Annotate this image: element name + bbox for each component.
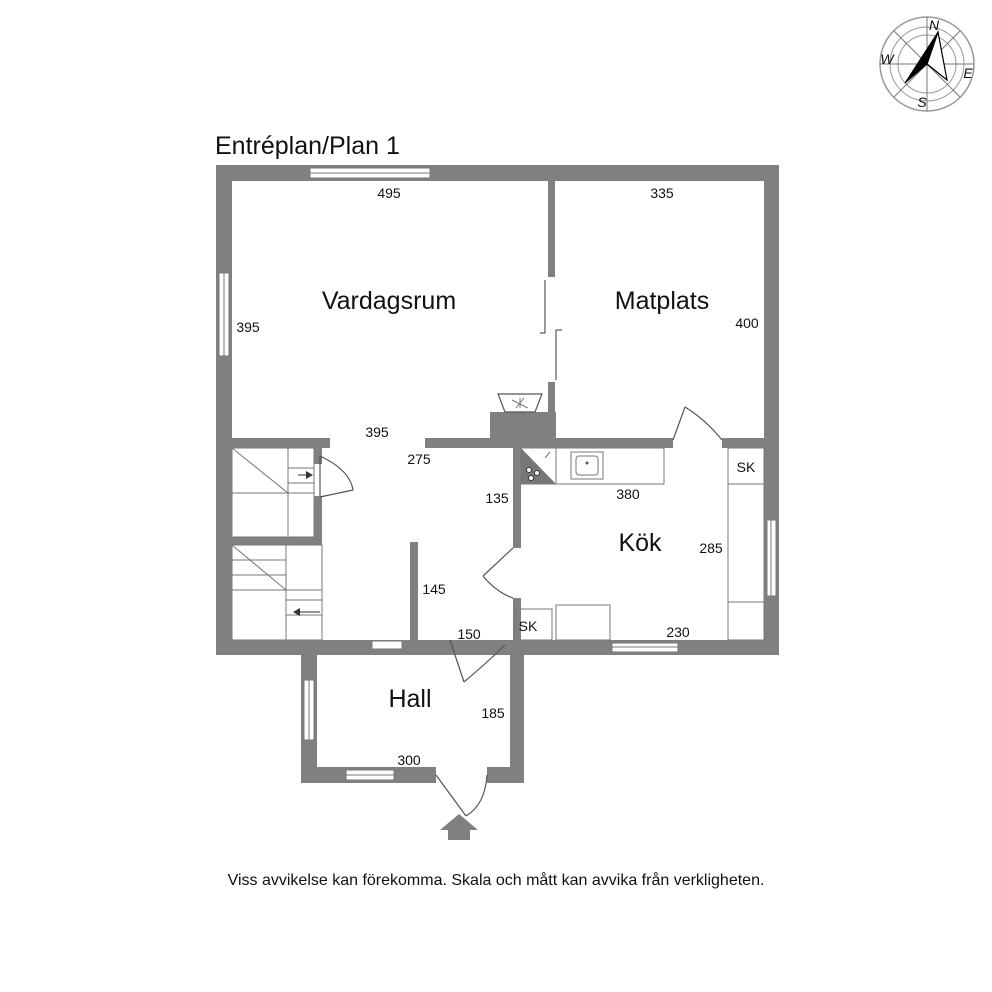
room-label-vardagsrum: Vardagsrum <box>322 287 456 315</box>
kitchen-fixtures <box>514 447 765 641</box>
compass-e: E <box>963 65 973 81</box>
room-label-hall: Hall <box>388 685 431 713</box>
doors <box>319 280 723 817</box>
dim-hall-door: 150 <box>457 626 481 642</box>
fireplace-icon <box>497 393 543 413</box>
staircase <box>231 447 323 641</box>
closet-label-right: SK <box>737 459 756 475</box>
dim-kok-bottom: 230 <box>666 624 690 640</box>
room-label-kok: Kök <box>618 529 662 557</box>
dim-vardagsrum-top: 495 <box>377 185 401 201</box>
dim-kok-right: 285 <box>699 540 723 556</box>
dim-vardagsrum-left: 395 <box>236 319 260 335</box>
compass-s: S <box>917 94 927 110</box>
compass-n: N <box>929 17 940 33</box>
entrance-arrow-icon <box>440 814 478 840</box>
dim-matplats-right: 400 <box>735 315 759 331</box>
closet-label-lower: SK <box>519 618 538 634</box>
dim-kok-counter: 380 <box>616 486 640 502</box>
dim-hall-right: 185 <box>481 705 505 721</box>
dim-passage: 275 <box>407 451 431 467</box>
walls <box>216 165 779 783</box>
room-label-matplats: Matplats <box>615 287 709 315</box>
windows <box>218 167 777 781</box>
dim-vardagsrum-bottom: 395 <box>365 424 389 440</box>
dim-passage-side: 135 <box>485 490 509 506</box>
dim-corridor: 145 <box>422 581 446 597</box>
disclaimer-text: Viss avvikelse kan förekomma. Skala och … <box>227 872 765 889</box>
floor-title: Entréplan/Plan 1 <box>215 132 400 160</box>
dim-hall-bottom: 300 <box>397 752 421 768</box>
dim-matplats-top: 335 <box>650 185 674 201</box>
compass-w: W <box>880 51 895 67</box>
compass-icon: N E S W <box>879 16 975 112</box>
